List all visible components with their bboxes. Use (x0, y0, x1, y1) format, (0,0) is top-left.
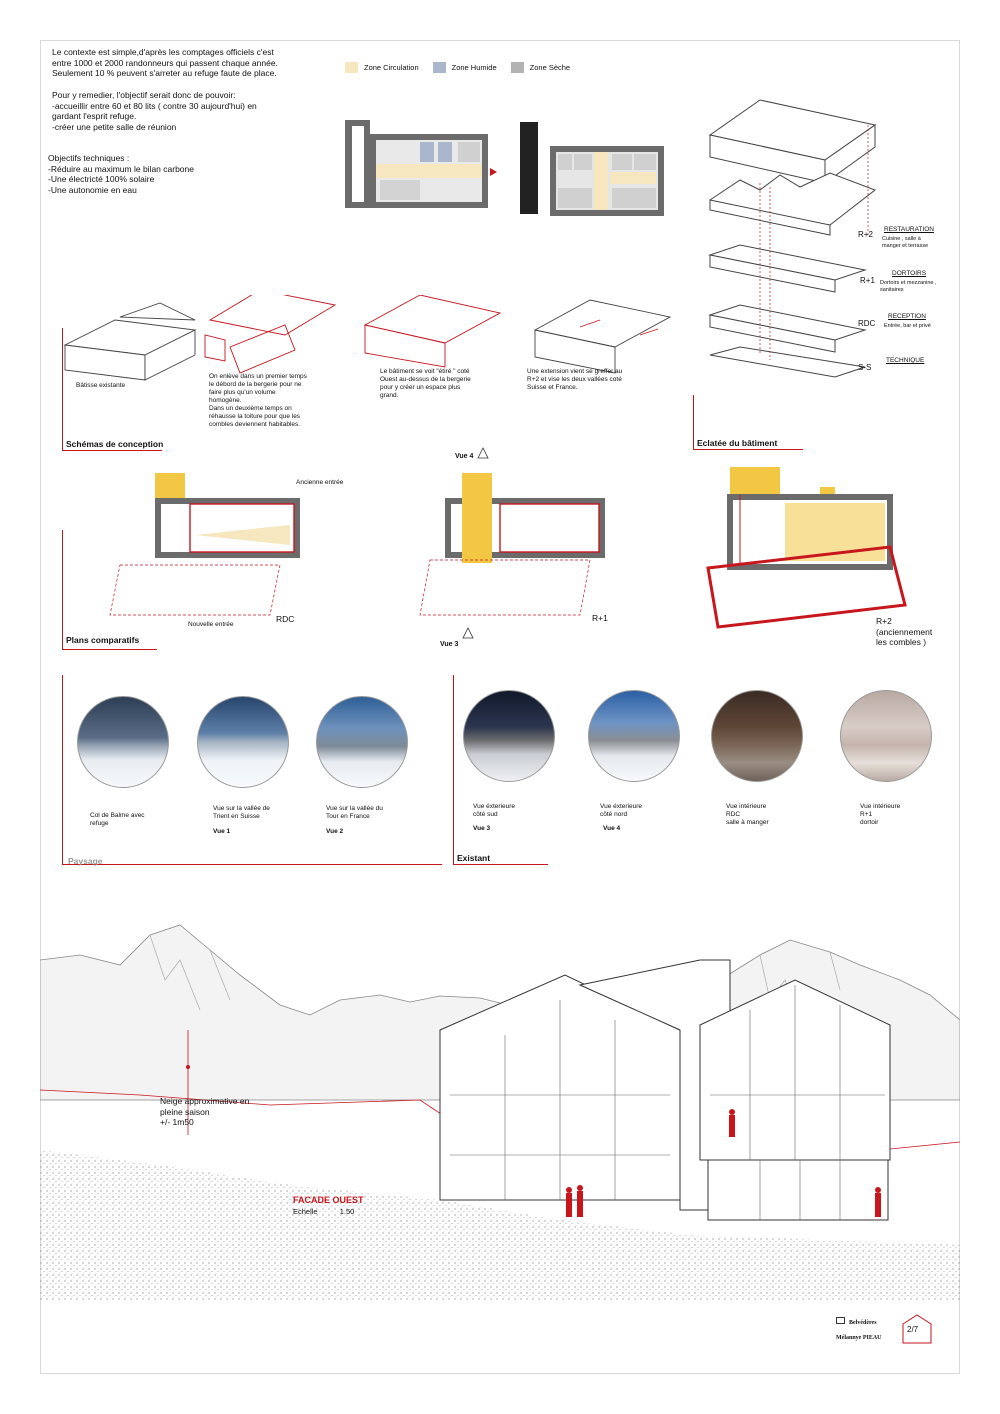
legend-item: Zone Humide (432, 62, 497, 73)
vue3-label: Vue 3 (440, 641, 459, 648)
vue3-marker-icon (462, 627, 474, 639)
house-icon (836, 1317, 845, 1324)
concept-caption-3: Le bâtiment se voit "étiré " coté Ouest … (380, 368, 471, 399)
legend-label: Zone Sèche (529, 63, 571, 72)
intro-context: Le contexte est simple,d'après les compt… (52, 47, 278, 78)
author-name: Mélannye PIEAU (836, 1335, 882, 1341)
facade-scale: Echelle 1.50 (293, 1207, 354, 1216)
photo-rdc-salle (711, 690, 803, 782)
existant-caption-1: Vue éxterieure côté sud (473, 803, 516, 818)
existant-title: Existant (457, 853, 491, 863)
paysage-caption-2: Vue sur la vallée de Trient en Suisse (213, 805, 270, 820)
snow-note: Neige approximative en pleine saison +/-… (160, 1096, 250, 1127)
scale-label: Echelle (293, 1207, 318, 1216)
existant-vue-3: Vue 3 (473, 825, 491, 832)
intro-technical: Objectifs techniques : -Réduire au maxim… (48, 153, 194, 195)
existant-caption-3: Vue intérieure RDC salle à manger (726, 803, 769, 826)
photo-trient (197, 696, 289, 788)
facade-drawing (40, 924, 960, 1300)
photo-cote-sud (463, 690, 555, 782)
legend-swatch-seche (510, 62, 524, 73)
legend-item: Zone Circulation (345, 62, 419, 73)
project-name: Belvédères (836, 1317, 877, 1326)
exploded-title: Eclatée du bâtiment (697, 438, 778, 448)
photo-cote-nord (588, 690, 680, 782)
existant-frame (453, 675, 548, 865)
vue4-arrow-icon (478, 448, 490, 458)
plans-frame (62, 530, 157, 650)
concept-title: Schémas de conception (66, 439, 164, 449)
plan-label-r2: R+2 (anciennement les combles ) (876, 616, 933, 647)
page-number: 2/7 (907, 1325, 919, 1334)
plan-label-rdc: RDC (276, 614, 295, 624)
facade-title: FACADE OUEST (293, 1195, 364, 1205)
concept-caption-2: On enlève dans un premier temps le débor… (209, 373, 307, 428)
paysage-caption-1: Col de Balme avec refuge (90, 812, 145, 827)
new-entrance-label: Nouvelle entrée (188, 621, 234, 628)
plan-label-r1: R+1 (592, 613, 608, 623)
exploded-diagram (708, 99, 877, 378)
legend-swatch-circulation (345, 62, 358, 73)
zone-plan-r1 (520, 122, 664, 216)
photo-r1-dortoir (840, 690, 932, 782)
existant-caption-2: Vue éxterieure côté nord (600, 803, 643, 818)
zone-legend: Zone Circulation Zone Humide Zone Sèche (345, 62, 570, 73)
paysage-vue-1: Vue 1 (213, 828, 231, 835)
page-badge-icon (902, 1314, 932, 1344)
photo-col-de-balme (77, 696, 169, 788)
intro-goals: Pour y remedier, l'objectif serait donc … (52, 90, 257, 132)
legend-label: Zone Circulation (364, 63, 419, 72)
legend-item: Zone Sèche (510, 62, 571, 73)
paysage-frame (62, 675, 442, 865)
concept-diagrams (63, 295, 672, 381)
legend-swatch-humide (432, 62, 446, 73)
vue4-marker-icon (477, 447, 489, 459)
comparative-plans (109, 467, 907, 629)
exploded-frame (693, 395, 803, 450)
paysage-caption-3: Vue sur la vallée du Tour en France (326, 805, 383, 820)
concept-caption-1: Bâtisse existante (76, 382, 126, 389)
existant-vue-4: Vue 4 (603, 825, 621, 832)
paysage-vue-2: Vue 2 (326, 828, 344, 835)
photo-tour (316, 696, 408, 788)
existant-caption-4: Vue intérieure R+1 dortoir (860, 803, 901, 826)
paysage-title: Paysage (68, 856, 103, 866)
legend-label: Zone Humide (451, 63, 497, 72)
concept-caption-4: Une extension vient se greffer au R+2 et… (527, 368, 623, 391)
vue4-label: Vue 4 (455, 453, 474, 460)
scale-value: 1.50 (339, 1207, 355, 1216)
plans-title: Plans comparatifs (66, 635, 140, 645)
zone-plan-rdc (345, 120, 497, 208)
old-entrance-label: Ancienne entrée (296, 479, 344, 486)
concept-frame (62, 328, 162, 451)
